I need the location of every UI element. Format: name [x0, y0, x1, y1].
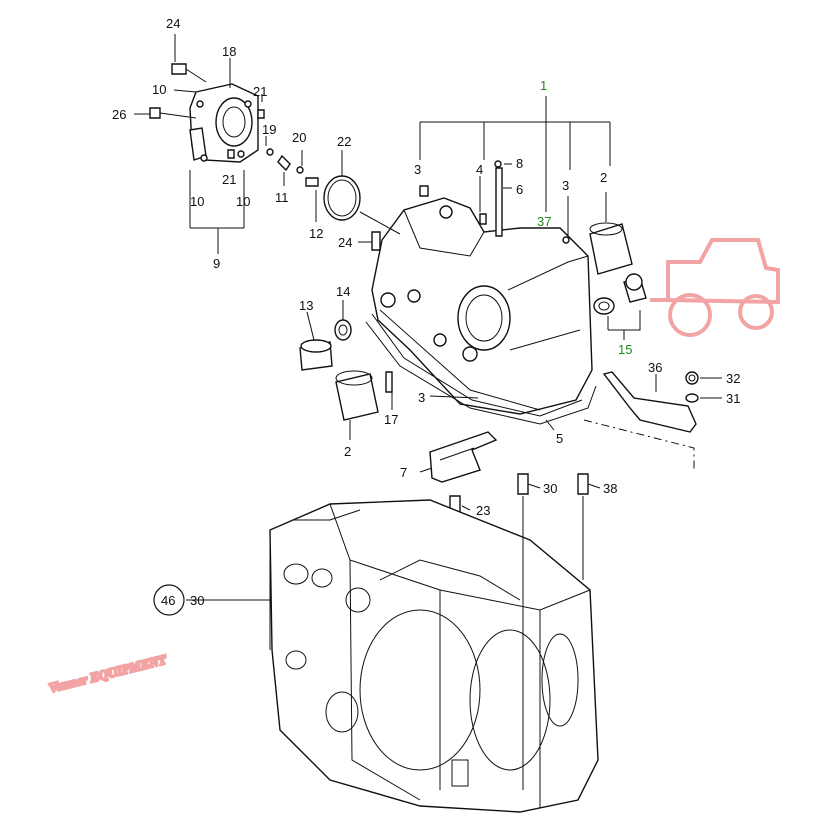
callout-6: 6: [516, 182, 523, 197]
callout-36: 36: [648, 360, 662, 375]
upper-cover-assembly: [149, 60, 361, 221]
callout-21-bottom: 21: [222, 172, 236, 187]
callout-30-stud: 30: [543, 481, 557, 496]
callout-10-left: 10: [190, 194, 204, 209]
callout-14: 14: [336, 284, 350, 299]
callout-21-top: 21: [253, 84, 267, 99]
callout-15: 15: [618, 342, 632, 357]
callout-19: 19: [262, 122, 276, 137]
callout-10-right: 10: [236, 194, 250, 209]
callout-24-top: 24: [166, 16, 180, 31]
callout-12: 12: [309, 226, 323, 241]
callout-11: 11: [275, 190, 289, 205]
callout-8: 8: [516, 156, 523, 171]
callout-23: 23: [476, 503, 490, 518]
callout-13: 13: [299, 298, 313, 313]
callout-17: 17: [384, 412, 398, 427]
callout-30-case: 30: [190, 593, 204, 608]
callout-1: 1: [540, 78, 547, 93]
tractor-logo-icon: [650, 238, 780, 337]
callout-5: 5: [556, 431, 563, 446]
callout-4: 4: [476, 162, 483, 177]
leader-lines: [134, 34, 722, 790]
callout-labels: 1 2 2 3 3 3 4 5 6 7 8 9 10 10 10 11 12 1…: [112, 16, 740, 616]
callout-46: 46: [161, 593, 175, 608]
main-housing: [365, 197, 597, 425]
right-side-parts: [583, 222, 699, 470]
callout-31: 31: [726, 391, 740, 406]
callout-46-ring: [153, 584, 185, 616]
callout-10-top: 10: [152, 82, 166, 97]
callout-38: 38: [603, 481, 617, 496]
callout-3-a: 3: [414, 162, 421, 177]
callout-2-left: 2: [344, 444, 351, 459]
callout-24-mid: 24: [338, 235, 352, 250]
callout-32: 32: [726, 371, 740, 386]
callout-9: 9: [213, 256, 220, 271]
callout-7: 7: [400, 465, 407, 480]
callout-20: 20: [292, 130, 306, 145]
callout-3-b: 3: [562, 178, 569, 193]
watermark-text: Vanner EQUIPMENT: [47, 651, 168, 695]
callout-37: 37: [537, 214, 551, 229]
left-side-parts: [299, 319, 393, 421]
callout-18: 18: [222, 44, 236, 59]
callout-2-right: 2: [600, 170, 607, 185]
transmission-case: [269, 499, 599, 813]
callout-3-c: 3: [418, 390, 425, 405]
callout-26: 26: [112, 107, 126, 122]
callout-22: 22: [337, 134, 351, 149]
